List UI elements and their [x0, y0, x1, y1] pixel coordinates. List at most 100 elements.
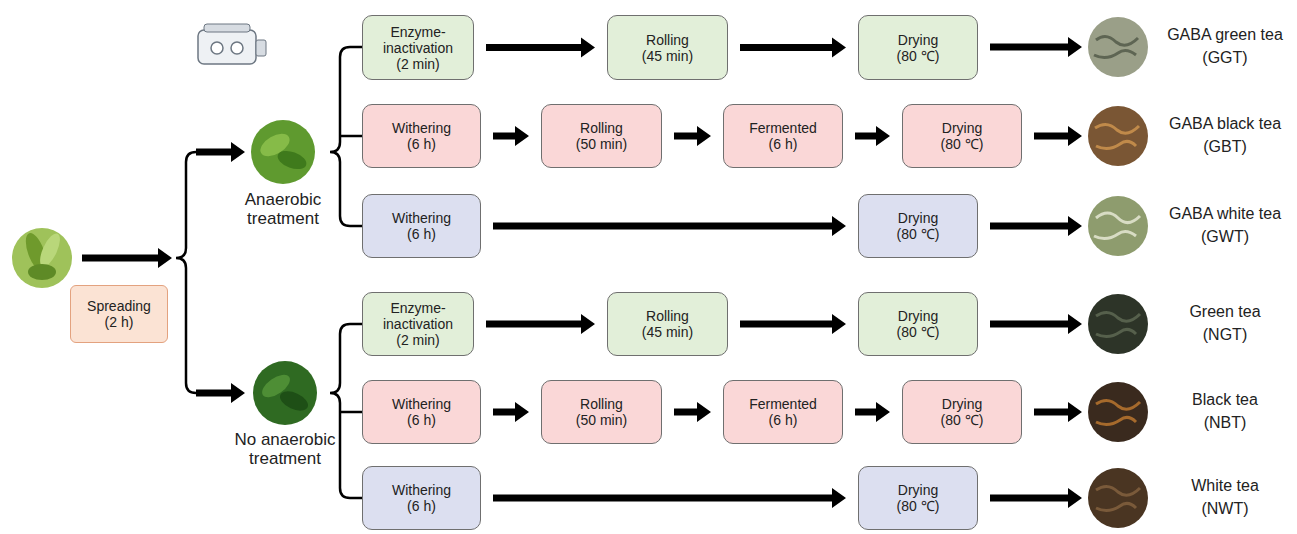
- bracket: [330, 324, 362, 498]
- box-text: (6 h): [769, 412, 798, 428]
- flow-arrow: [486, 314, 595, 334]
- product-label: White tea: [1155, 476, 1295, 495]
- box-text: Rolling: [646, 32, 689, 48]
- tea-image: [1088, 17, 1148, 77]
- product-label: (GWT): [1155, 227, 1295, 246]
- process-box: Rolling(50 min): [541, 380, 662, 444]
- product-label: (NBT): [1155, 413, 1295, 432]
- box-text: (2 min): [396, 56, 440, 72]
- product-label: (GBT): [1155, 137, 1295, 156]
- flow-arrow: [674, 126, 711, 146]
- process-box: Rolling(45 min): [607, 15, 728, 80]
- process-box: Drying(80 ℃): [902, 380, 1022, 444]
- box-text: (80 ℃): [897, 226, 940, 242]
- process-box: Withering(6 h): [362, 194, 481, 258]
- arrow: [196, 383, 245, 403]
- product-label: GABA white tea: [1155, 204, 1295, 223]
- treatment-label: Anaerobic treatment: [228, 190, 338, 228]
- flow-arrow: [855, 402, 890, 422]
- tea-image: [1088, 106, 1148, 166]
- box-text: (6 h): [407, 136, 436, 152]
- product-label: GABA green tea: [1155, 25, 1295, 44]
- flow-arrow: [674, 402, 711, 422]
- process-box: Drying(80 ℃): [858, 466, 978, 530]
- product-label: Black tea: [1155, 390, 1295, 409]
- arrow: [990, 216, 1082, 236]
- flow-arrow: [493, 216, 846, 236]
- flow-arrow: [493, 126, 529, 146]
- box-text: Drying: [898, 308, 938, 324]
- arrow: [990, 488, 1082, 508]
- process-box: Enzyme-inactivation(2 min): [362, 15, 474, 80]
- process-box: Rolling(50 min): [541, 104, 662, 168]
- box-text: (50 min): [576, 136, 627, 152]
- product-label: (GGT): [1155, 48, 1295, 67]
- box-text: Rolling: [580, 396, 623, 412]
- box-text: Withering: [392, 120, 451, 136]
- box-text: Fermented: [749, 120, 817, 136]
- flow-arrow: [493, 488, 846, 508]
- box-text: (80 ℃): [897, 48, 940, 64]
- product-label: (NWT): [1155, 499, 1295, 518]
- process-box: Drying(80 ℃): [858, 194, 978, 258]
- box-text: Withering: [392, 482, 451, 498]
- box-text: (2 min): [396, 332, 440, 348]
- process-box: Drying(80 ℃): [858, 292, 978, 356]
- box-text: (80 ℃): [897, 498, 940, 514]
- anaerobic-chamber-icon: [198, 24, 266, 64]
- flow-arrow: [493, 402, 529, 422]
- box-text: Spreading: [87, 298, 151, 314]
- bracket: [330, 47, 362, 226]
- box-text: (6 h): [407, 498, 436, 514]
- box-text: Drying: [942, 396, 982, 412]
- process-box: Drying(80 ℃): [902, 104, 1022, 168]
- box-text: Drying: [898, 210, 938, 226]
- box-text: Rolling: [646, 308, 689, 324]
- arrow: [82, 248, 172, 268]
- treatment-label: No anaerobic treatment: [220, 430, 350, 468]
- tea-image: [1088, 382, 1148, 442]
- box-text: Withering: [392, 396, 451, 412]
- step-box: Spreading(2 h): [70, 285, 168, 343]
- product-label: Green tea: [1155, 302, 1295, 321]
- tea-image: [1088, 294, 1148, 354]
- arrow: [1034, 402, 1082, 422]
- box-text: Rolling: [580, 120, 623, 136]
- box-text: (45 min): [642, 48, 693, 64]
- product-label: (NGT): [1155, 325, 1295, 344]
- process-box: Fermented(6 h): [723, 380, 843, 444]
- box-text: (6 h): [769, 136, 798, 152]
- box-text: Enzyme-inactivation: [369, 300, 467, 332]
- box-text: Drying: [898, 482, 938, 498]
- product-label: GABA black tea: [1155, 114, 1295, 133]
- box-text: (80 ℃): [941, 136, 984, 152]
- box-text: (50 min): [576, 412, 627, 428]
- process-box: Withering(6 h): [362, 104, 481, 168]
- box-text: (45 min): [642, 324, 693, 340]
- arrow: [990, 314, 1082, 334]
- process-box: Enzyme-inactivation(2 min): [362, 292, 474, 356]
- box-text: (6 h): [407, 226, 436, 242]
- process-box: Fermented(6 h): [723, 104, 843, 168]
- box-text: Drying: [942, 120, 982, 136]
- box-text: Enzyme-inactivation: [369, 24, 467, 56]
- process-box: Rolling(45 min): [607, 292, 728, 356]
- leaf-image: [251, 120, 315, 184]
- process-box: Drying(80 ℃): [858, 15, 978, 80]
- bracket: [176, 152, 196, 393]
- box-text: (2 h): [105, 314, 134, 330]
- box-text: Drying: [898, 32, 938, 48]
- flow-arrow: [855, 126, 890, 146]
- box-text: Withering: [392, 210, 451, 226]
- box-text: Fermented: [749, 396, 817, 412]
- flow-arrow: [486, 38, 595, 58]
- tea-image: [1088, 196, 1148, 256]
- tea-shoot-image: [12, 228, 72, 288]
- box-text: (6 h): [407, 412, 436, 428]
- box-text: (80 ℃): [941, 412, 984, 428]
- box-text: (80 ℃): [897, 324, 940, 340]
- flow-arrow: [740, 314, 846, 334]
